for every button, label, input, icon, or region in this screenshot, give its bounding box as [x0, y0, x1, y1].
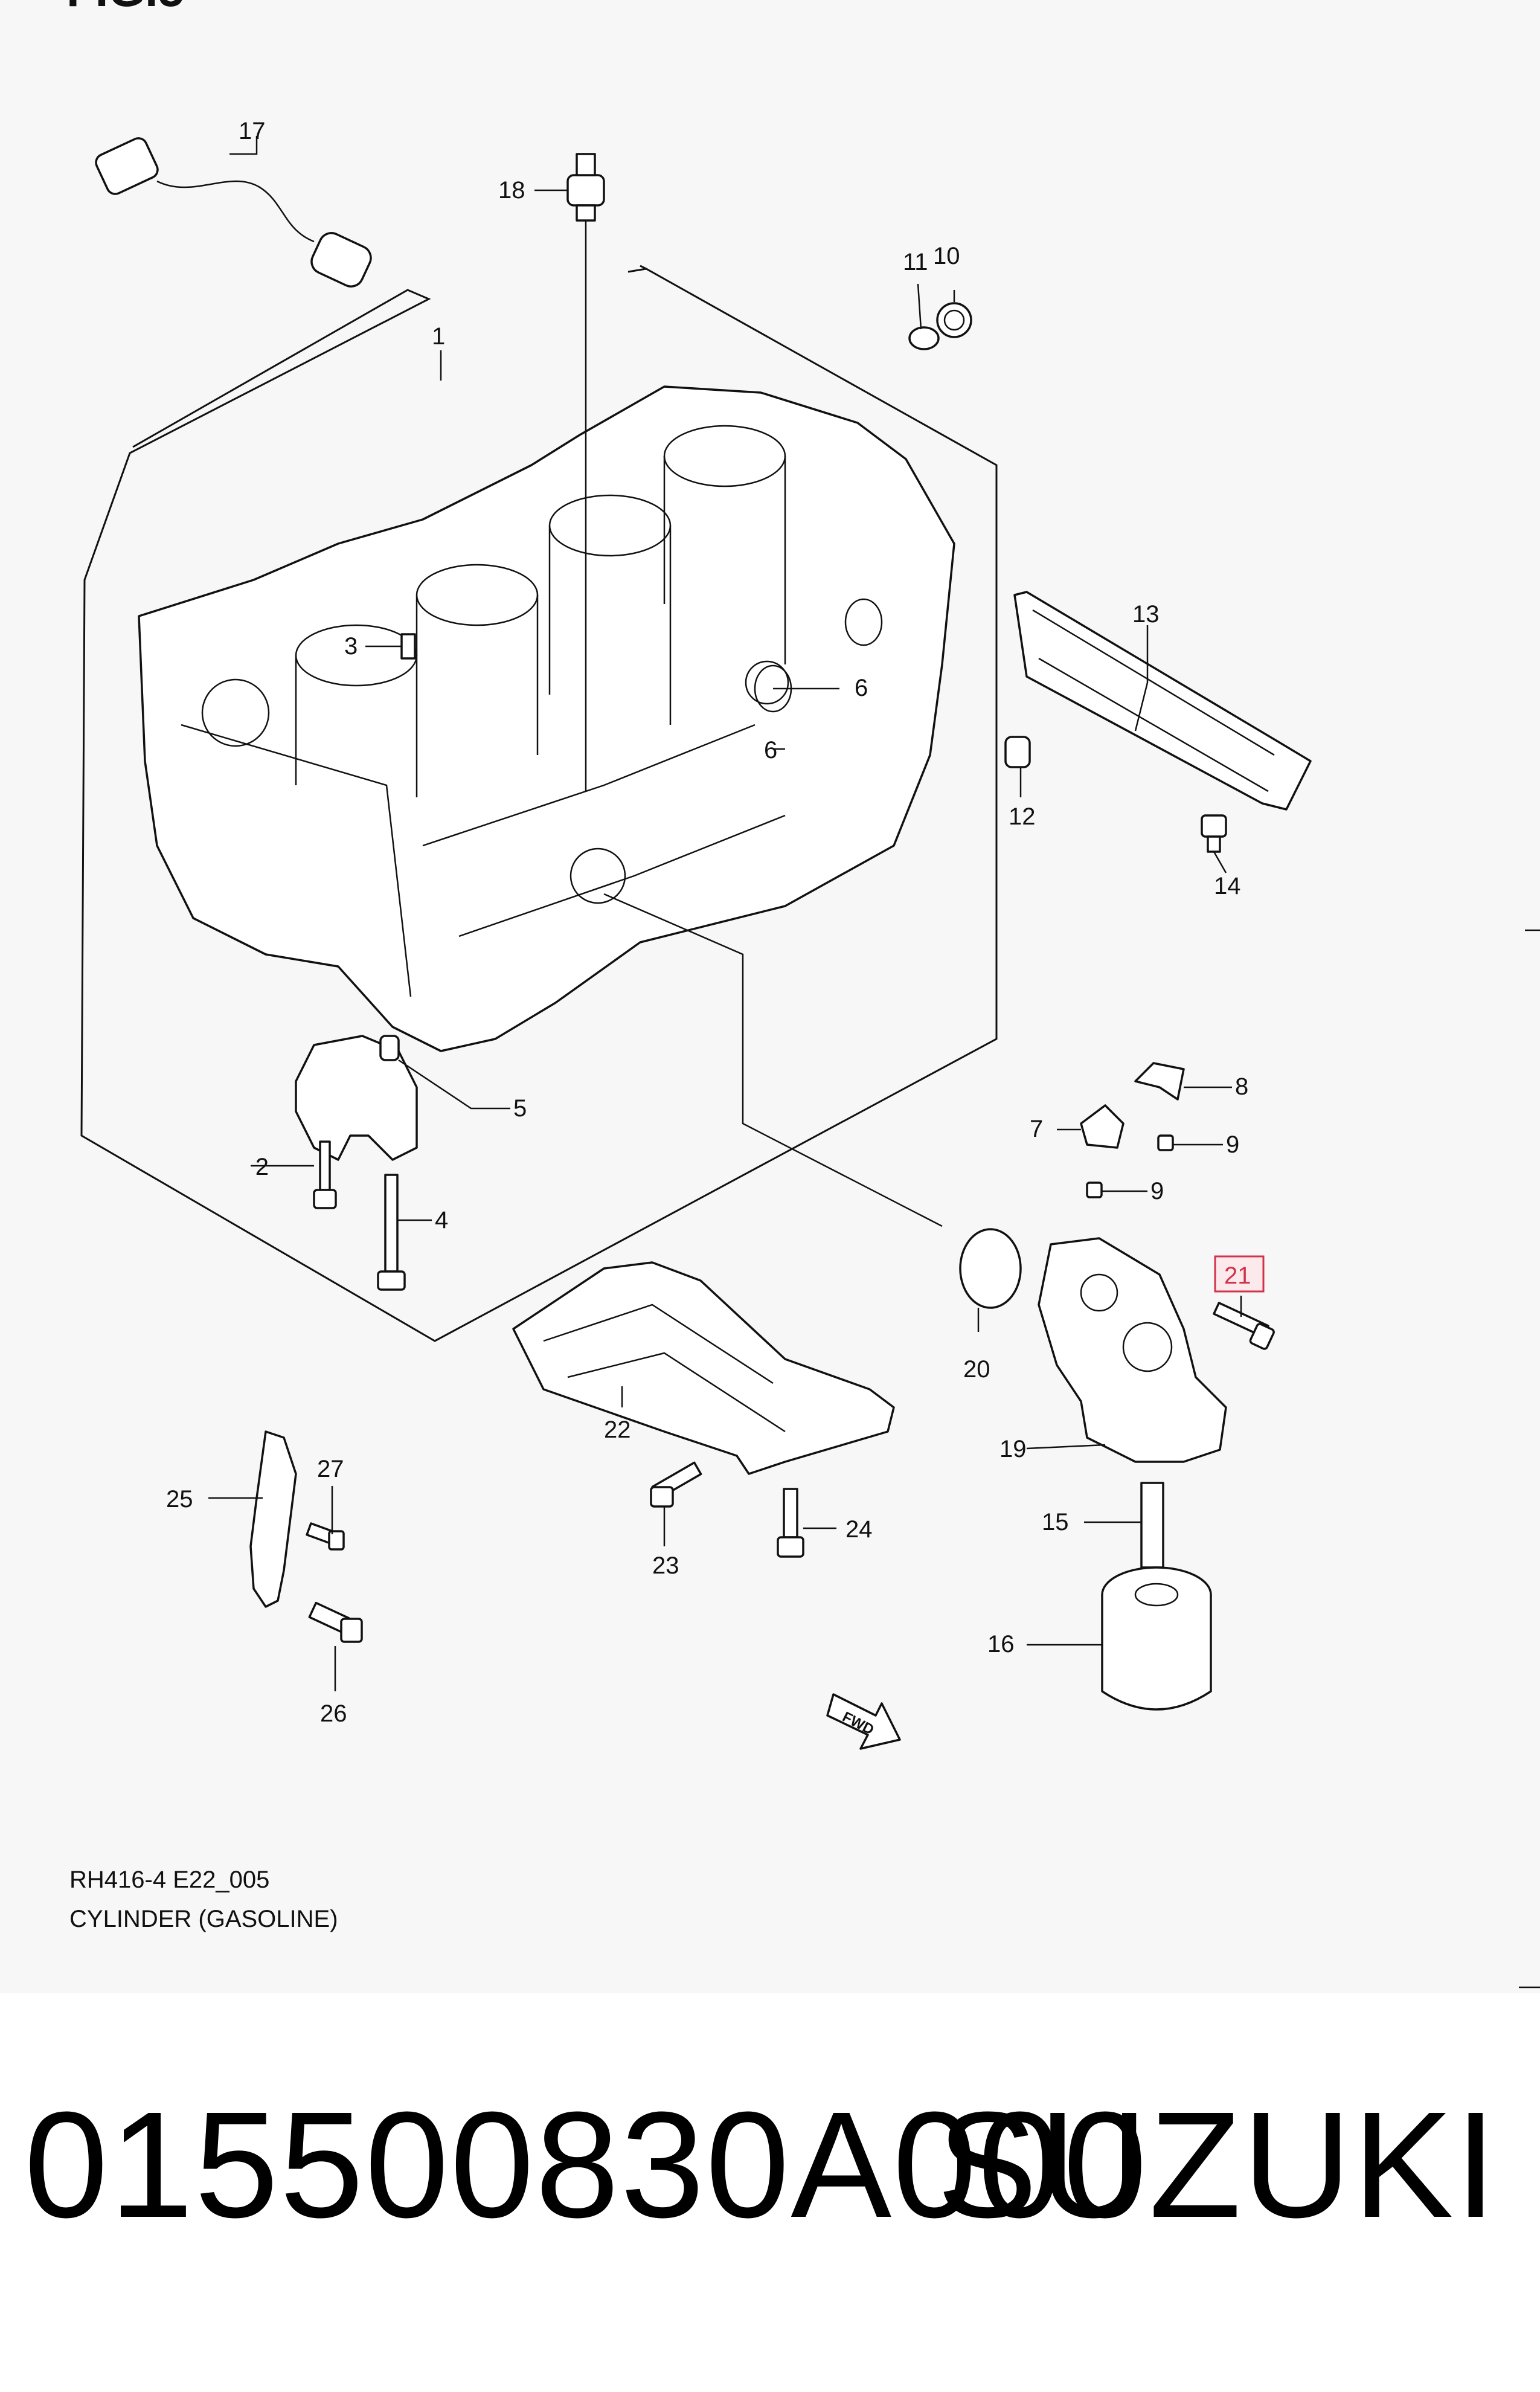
callout-9a: 9 [1226, 1131, 1239, 1158]
bolt-24 [777, 1488, 804, 1558]
callout-17: 17 [239, 118, 266, 144]
bearing-cap-5 [295, 1035, 418, 1161]
o-ring-20 [959, 1228, 1022, 1309]
callout-5: 5 [513, 1095, 527, 1122]
bolt-9a [1157, 1134, 1174, 1151]
callout-22: 22 [604, 1416, 631, 1443]
bolt-14 [1201, 814, 1227, 853]
callout-21: 21 [1224, 1262, 1251, 1289]
dowel-12 [1004, 736, 1031, 768]
callout-1: 1 [432, 323, 445, 350]
diagram-area: FIG.5 [66, 0, 1540, 1989]
sensor-17 [95, 137, 372, 288]
cover-plate-13 [1013, 591, 1312, 811]
callout-6b: 6 [764, 737, 777, 764]
callout-7: 7 [1030, 1116, 1043, 1142]
callout-3: 3 [344, 633, 358, 660]
baffle-plate-22 [512, 1261, 895, 1475]
bolt-21 [1213, 1302, 1275, 1350]
oil-pump-19 [1038, 1237, 1227, 1463]
callout-11: 11 [903, 249, 928, 275]
oil-filter-16 [1101, 1566, 1212, 1711]
callout-25: 25 [166, 1486, 193, 1513]
bolt-23 [650, 1461, 702, 1508]
callout-14: 14 [1214, 873, 1241, 899]
callout-10: 10 [933, 243, 960, 269]
callout-13: 13 [1132, 601, 1160, 628]
bracket-7 [1080, 1104, 1125, 1149]
bolt-2 [313, 1140, 337, 1209]
stud-3 [400, 633, 416, 660]
bracket-25 [249, 1430, 297, 1608]
brand-name: SUZUKI [937, 2080, 1498, 2249]
stud-15 [1140, 1482, 1164, 1569]
bolt-9b [1086, 1182, 1103, 1198]
exploded-parts-diagram: FIG.5 [66, 0, 1540, 1989]
diagram-caption: CYLINDER (GASOLINE) [69, 1906, 338, 1932]
callout-23: 23 [652, 1552, 679, 1579]
header-fragment: FIG.5 [66, 0, 184, 16]
callout-12: 12 [1009, 803, 1036, 830]
callout-15: 15 [1042, 1509, 1069, 1535]
oil-pressure-switch-18 [566, 153, 605, 222]
washer-11 [908, 326, 940, 350]
callout-9b: 9 [1150, 1178, 1164, 1204]
callout-20: 20 [963, 1356, 990, 1383]
leader-lines [208, 136, 1242, 1691]
plug-10 [936, 302, 972, 338]
diagram-code: RH416-4 E22_005 [69, 1866, 269, 1893]
callout-24: 24 [845, 1516, 873, 1543]
bracket-8 [1134, 1062, 1185, 1101]
callout-18: 18 [498, 177, 525, 204]
callout-19: 19 [999, 1436, 1027, 1462]
callout-6a: 6 [855, 675, 868, 701]
cylinder-block [138, 385, 955, 1052]
callout-4: 4 [435, 1207, 448, 1233]
callout-labels: 1 2 3 4 5 6 6 7 8 9 9 10 11 12 13 14 15 … [166, 118, 1265, 1727]
bolt-4 [377, 1174, 406, 1291]
callout-16: 16 [987, 1631, 1015, 1657]
callout-21-highlight-box [1214, 1255, 1265, 1293]
bolt-26 [308, 1601, 363, 1643]
callout-27: 27 [317, 1456, 344, 1482]
callout-2: 2 [255, 1154, 269, 1180]
part-number: 015500830A000 [24, 2080, 1149, 2249]
bolt-27 [306, 1522, 345, 1551]
assembly-frame [80, 268, 998, 1342]
fwd-arrow-icon: FWD [826, 1693, 901, 1750]
callout-26: 26 [320, 1700, 347, 1727]
callout-8: 8 [1235, 1073, 1248, 1100]
